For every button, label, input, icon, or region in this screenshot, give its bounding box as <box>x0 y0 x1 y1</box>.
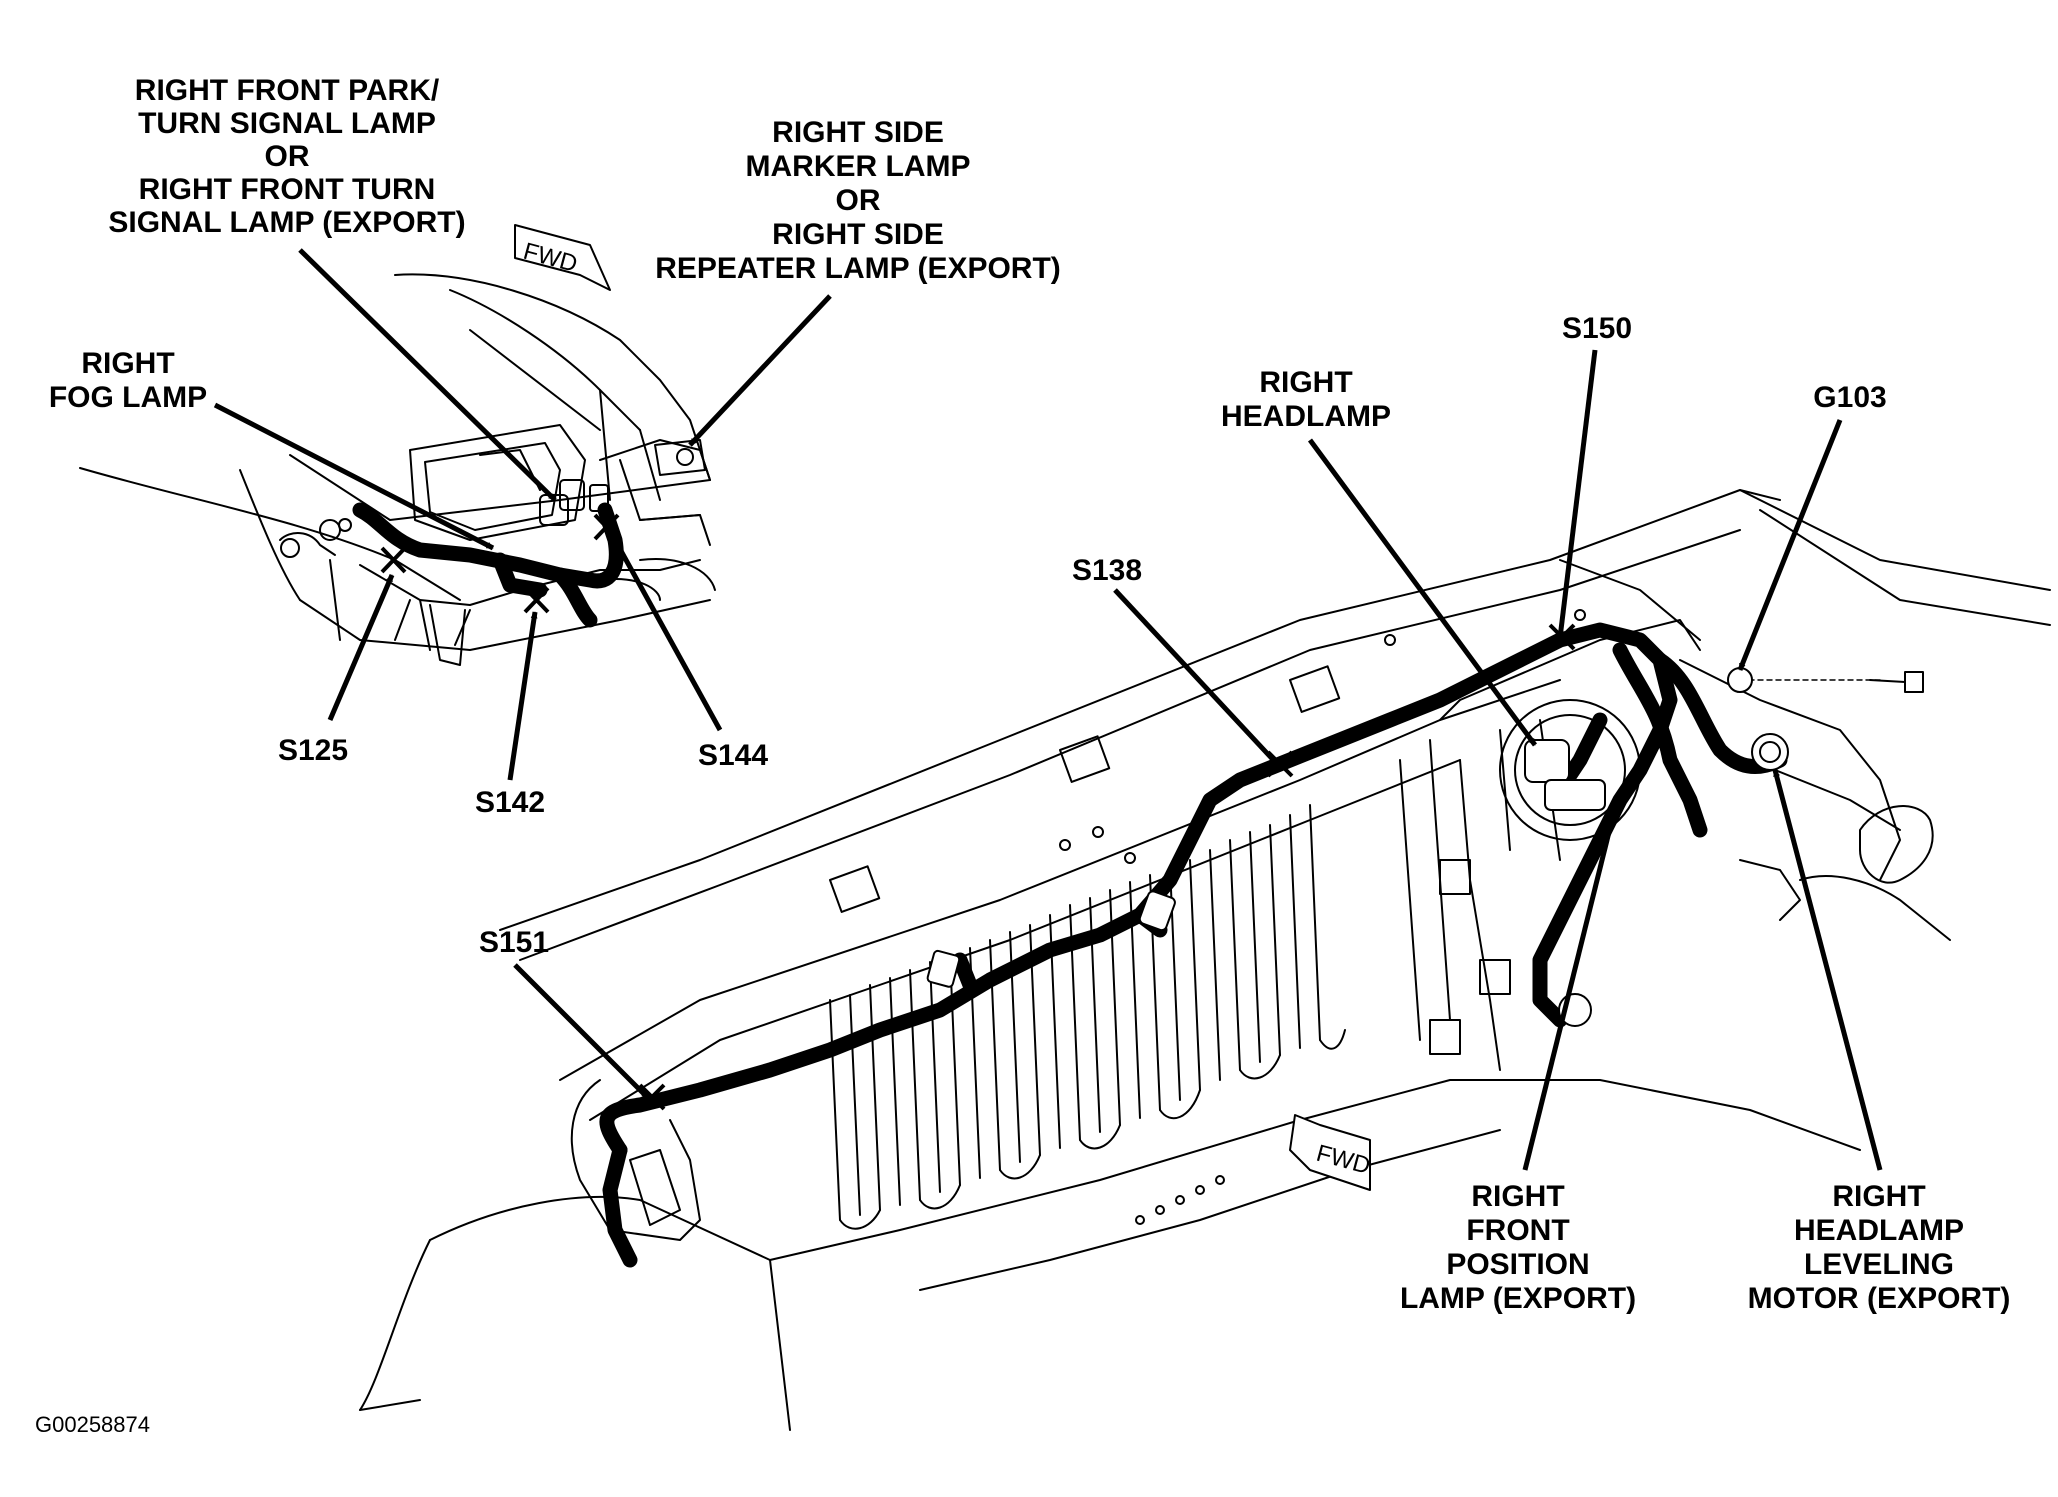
svg-text:RIGHT: RIGHT <box>1259 366 1352 399</box>
svg-text:FOG LAMP: FOG LAMP <box>49 381 207 414</box>
fwd-arrow-icon: FWD <box>1289 1114 1373 1191</box>
fwd-arrow-icon: FWD <box>514 224 611 291</box>
label-s144: S144 <box>698 739 768 772</box>
leader-lines <box>213 248 1883 1171</box>
svg-text:HEADLAMP: HEADLAMP <box>1221 400 1391 433</box>
inset-corner-view: FWD <box>79 224 716 666</box>
label-leveling-motor: RIGHT HEADLAMP LEVELING MOTOR (EXPORT) <box>1748 1180 2011 1315</box>
grille-slats <box>829 804 1346 1230</box>
label-s142: S142 <box>475 786 545 819</box>
svg-text:RIGHT: RIGHT <box>1832 1180 1925 1213</box>
svg-text:RIGHT: RIGHT <box>81 347 174 380</box>
label-s151: S151 <box>479 926 549 959</box>
label-g103: G103 <box>1813 381 1886 414</box>
svg-text:RIGHT SIDE: RIGHT SIDE <box>772 218 944 251</box>
label-s138: S138 <box>1072 554 1142 587</box>
svg-text:REPEATER LAMP (EXPORT): REPEATER LAMP (EXPORT) <box>655 252 1061 285</box>
label-headlamp: RIGHT HEADLAMP <box>1221 366 1391 433</box>
figure-id: G00258874 <box>35 1412 150 1437</box>
svg-text:OR: OR <box>836 184 881 217</box>
svg-text:POSITION: POSITION <box>1446 1248 1589 1281</box>
svg-text:RIGHT FRONT TURN: RIGHT FRONT TURN <box>139 173 436 206</box>
label-fog-lamp: RIGHT FOG LAMP <box>49 347 207 414</box>
svg-text:RIGHT: RIGHT <box>1471 1180 1564 1213</box>
main-front-end-view: FWD <box>359 489 2051 1431</box>
svg-text:LAMP (EXPORT): LAMP (EXPORT) <box>1400 1282 1636 1315</box>
label-park-turn-lamp: RIGHT FRONT PARK/ TURN SIGNAL LAMP OR RI… <box>108 74 465 239</box>
svg-text:SIGNAL LAMP (EXPORT): SIGNAL LAMP (EXPORT) <box>108 206 465 239</box>
svg-text:MARKER LAMP: MARKER LAMP <box>746 150 971 183</box>
svg-text:RIGHT FRONT PARK/: RIGHT FRONT PARK/ <box>135 74 440 107</box>
svg-text:OR: OR <box>265 140 310 173</box>
svg-text:RIGHT SIDE: RIGHT SIDE <box>772 116 944 149</box>
svg-text:TURN SIGNAL LAMP: TURN SIGNAL LAMP <box>138 107 436 140</box>
svg-text:LEVELING: LEVELING <box>1804 1248 1954 1281</box>
label-side-marker-lamp: RIGHT SIDE MARKER LAMP OR RIGHT SIDE REP… <box>655 116 1061 285</box>
label-position-lamp: RIGHT FRONT POSITION LAMP (EXPORT) <box>1400 1180 1636 1315</box>
label-s150: S150 <box>1562 312 1632 345</box>
svg-text:HEADLAMP: HEADLAMP <box>1794 1214 1964 1247</box>
svg-text:FRONT: FRONT <box>1466 1214 1569 1247</box>
svg-text:MOTOR (EXPORT): MOTOR (EXPORT) <box>1748 1282 2011 1315</box>
label-s125: S125 <box>278 734 348 767</box>
